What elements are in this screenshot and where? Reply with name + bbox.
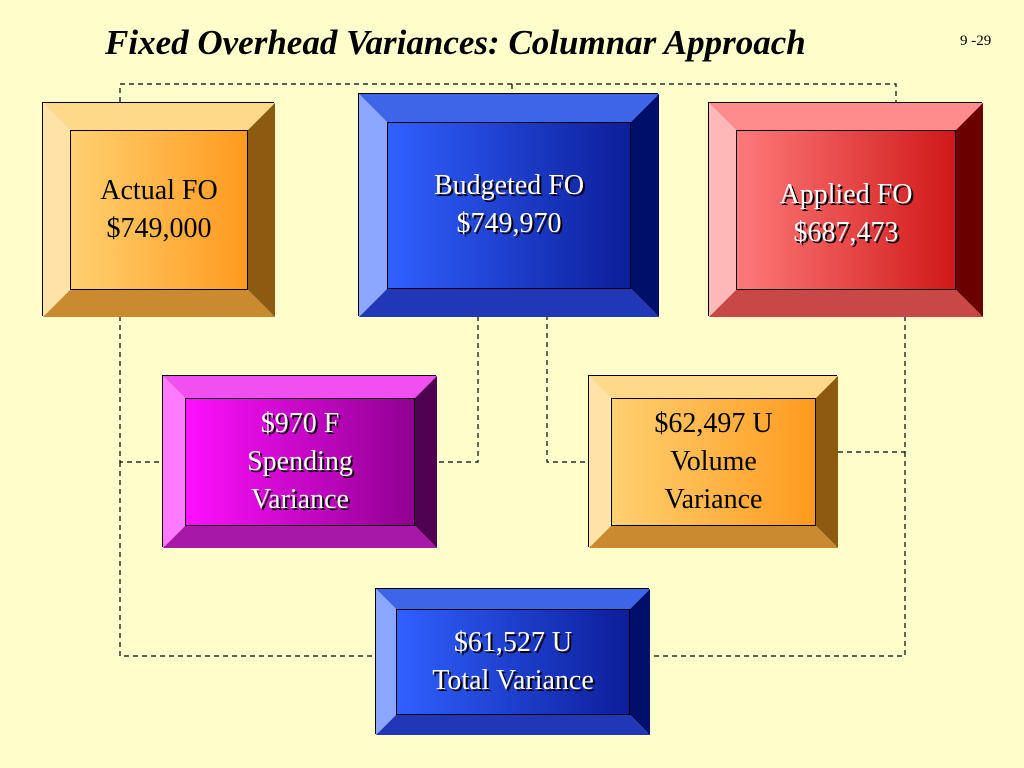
spending-variance-label-1: Spending: [247, 446, 353, 477]
slide-number: 9 -29: [960, 33, 992, 49]
applied-fo-bevel: [709, 103, 983, 317]
applied-fo-box: Applied FO $687,473: [708, 102, 983, 317]
actual-fo-bevel: [43, 103, 275, 317]
spending-variance-label-2: Variance: [251, 484, 349, 515]
spending-variance-amount: $970 F: [260, 408, 340, 439]
budgeted-fo-label: Budgeted FO: [433, 170, 585, 201]
budgeted-fo-bevel: [359, 94, 659, 317]
actual-fo-box: Actual FO $749,000: [42, 102, 275, 317]
total-variance-bevel: [376, 589, 650, 735]
applied-fo-amount: $687,473: [793, 217, 899, 248]
total-variance-box: $61,527 U Total Variance: [375, 588, 650, 735]
budgeted-fo-box: Budgeted FO $749,970: [358, 93, 659, 317]
slide-title: Fixed Overhead Variances: Columnar Appro…: [105, 23, 806, 62]
budgeted-fo-amount: $749,970: [456, 208, 562, 239]
volume-variance-box: $62,497 U Volume Variance: [588, 375, 838, 548]
total-variance-amount: $61,527 U: [453, 627, 573, 658]
volume-variance-label-1: Volume: [670, 446, 757, 477]
volume-variance-bevel: [589, 376, 838, 548]
total-variance-label: Total Variance: [432, 665, 594, 696]
actual-fo-amount: $749,000: [106, 213, 212, 244]
actual-fo-label: Actual FO: [100, 175, 218, 206]
spending-variance-bevel: [163, 376, 437, 548]
volume-variance-amount: $62,497 U: [654, 408, 773, 439]
applied-fo-label: Applied FO: [779, 179, 913, 210]
spending-variance-box: $970 F Spending Variance: [162, 375, 437, 548]
volume-variance-label-2: Variance: [664, 484, 763, 515]
